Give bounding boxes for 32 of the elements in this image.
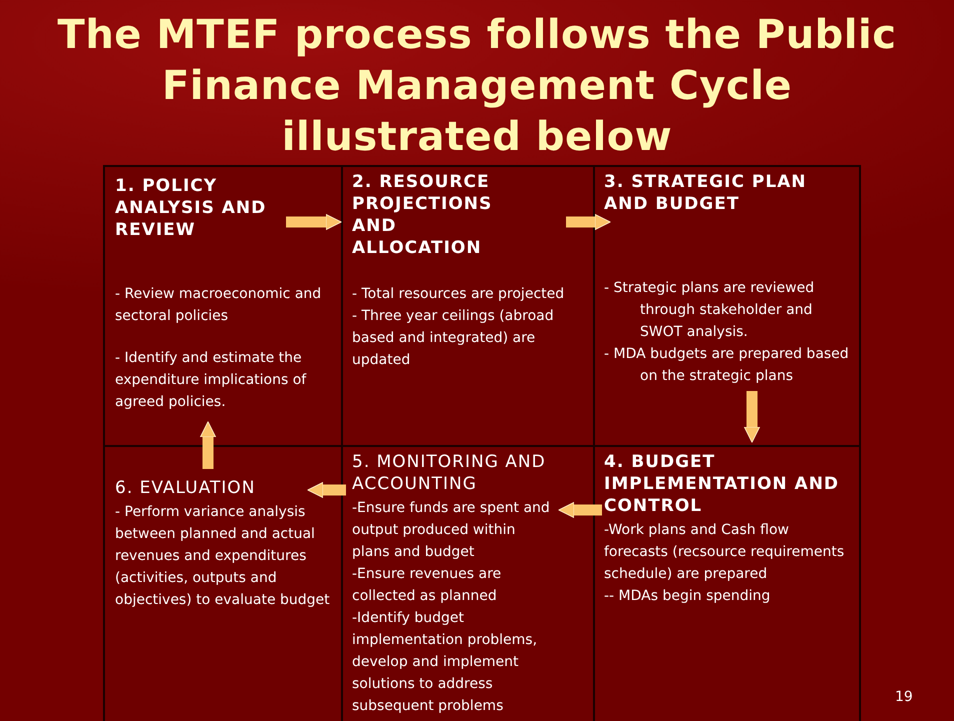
table-cell — [103, 445, 343, 721]
arrow — [307, 482, 346, 498]
bullet-text: -Ensure revenues are collected as planned — [352, 565, 502, 606]
bullet-text: -Identify budget implementation problems, develop and implement solutions to address subsequent problems — [352, 609, 538, 716]
slide-title: The MTEF process follows the Public Finance Management Cycle illustrated below — [56, 11, 898, 162]
bullet-text: - Perform variance analysis between planned and actual revenues and expenditures (activities, outputs and objectives) to evaluate budget — [115, 503, 331, 610]
table-cell — [593, 165, 861, 447]
cell-heading: 6. EVALUATION — [115, 477, 256, 499]
page-number: 19 — [895, 689, 913, 705]
arrow — [744, 391, 760, 443]
bullet-text: - Total resources are projected — [352, 285, 566, 304]
bullet-text: -Work plans and Cash flow forecasts (recsource requirements schedule) are prepared — [604, 521, 846, 584]
table-cell — [593, 445, 861, 721]
bullet-text: - Review macroeconomic and sectoral policies — [115, 285, 322, 326]
bullet-text: - Strategic plans are reviewed through stakeholder and SWOT analysis. — [604, 279, 816, 342]
table-cell — [341, 445, 595, 721]
bullet-text: -Ensure funds are spent and output produced within plans and budget — [352, 499, 551, 562]
table-cell — [103, 165, 343, 447]
bullet-text: -- MDAs begin spending — [604, 587, 772, 606]
cell-heading: 2. RESOURCE PROJECTIONS AND ALLOCATION — [352, 171, 494, 259]
table-cell — [341, 165, 595, 447]
cell-heading: 4. BUDGET IMPLEMENTATION AND CONTROL — [604, 451, 840, 517]
cell-heading: 3. STRATEGIC PLAN AND BUDGET — [604, 171, 808, 215]
cell-heading: 5. MONITORING AND ACCOUNTING — [352, 451, 547, 495]
bullet-text: - MDA budgets are prepared based on the strategic plans — [604, 345, 850, 386]
cell-heading: 1. POLICY ANALYSIS AND REVIEW — [115, 175, 268, 241]
arrow — [566, 214, 611, 230]
arrow — [200, 421, 216, 469]
arrow — [558, 502, 602, 518]
bullet-text: - Identify and estimate the expenditure implications of agreed policies. — [115, 349, 308, 412]
bullet-text: - Three year ceilings (abroad based and integrated) are updated — [352, 307, 555, 370]
arrow — [286, 214, 342, 230]
